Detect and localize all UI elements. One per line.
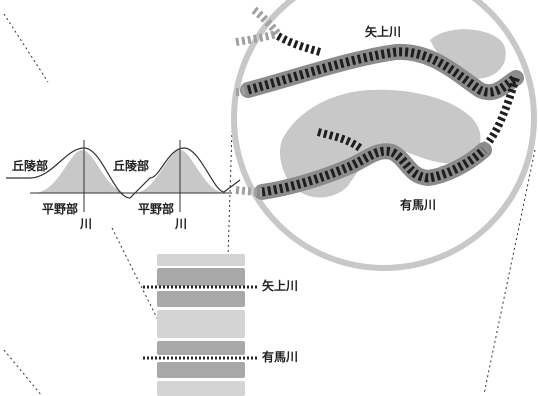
- leader-line: [227, 129, 233, 257]
- land-area: [430, 29, 506, 79]
- stratum-layer: [157, 341, 245, 355]
- river-lower: [261, 146, 487, 197]
- label-river-right: 川: [175, 217, 188, 231]
- tributary: [251, 6, 282, 37]
- label-strata-upper: 矢上川: [262, 279, 299, 293]
- stratum-layer: [157, 268, 245, 286]
- tributary: [235, 186, 263, 196]
- leader-line: [3, 349, 43, 396]
- label-map-bottom: 有馬川: [400, 198, 437, 212]
- stratum-layer: [157, 291, 245, 307]
- label-hill-left: 丘陵部: [12, 159, 49, 173]
- stratum-layer: [157, 381, 245, 396]
- label-plain-left: 平野部: [42, 202, 79, 216]
- leader-line: [3, 13, 49, 83]
- terrain-profile: [6, 140, 241, 212]
- hill-left: [34, 150, 128, 193]
- label-plain-right: 平野部: [138, 202, 175, 216]
- stratum-layer: [157, 362, 245, 378]
- stratum-layer: [157, 310, 245, 338]
- tributary: [235, 86, 249, 96]
- terrain-outline: [6, 147, 241, 199]
- label-map-top: 矢上川: [365, 25, 402, 39]
- leader-line: [111, 227, 159, 321]
- river-band-upper: [240, 43, 524, 101]
- leader-line: [483, 149, 536, 395]
- leader-lines: [3, 13, 536, 396]
- tributary: [235, 30, 278, 46]
- label-strata-lower: 有馬川: [262, 350, 299, 364]
- map-inset: [231, 0, 537, 271]
- label-hill-right: 丘陵部: [113, 159, 150, 173]
- strata-column: [143, 254, 257, 396]
- stratum-layer: [157, 254, 245, 266]
- label-river-left: 川: [80, 217, 93, 231]
